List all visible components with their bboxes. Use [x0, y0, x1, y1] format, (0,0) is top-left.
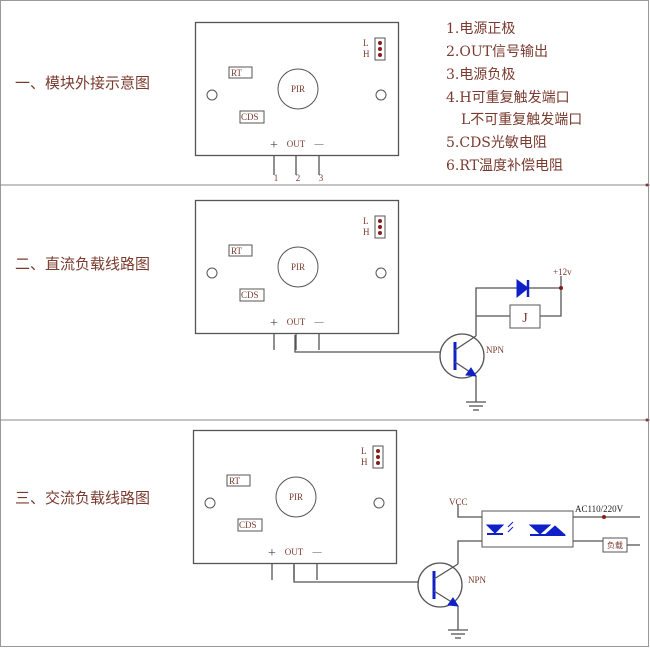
plus-label: + — [268, 546, 276, 561]
minus-label: — — [314, 317, 325, 327]
section-title: 二、直流负载线路图 — [15, 255, 150, 273]
out-label: OUT — [287, 317, 306, 327]
pir-label: PIR — [291, 84, 305, 94]
board-outline — [194, 21, 400, 157]
jumper-pin — [378, 231, 382, 235]
legend: 1.电源正极 2.OUT信号输出 3.电源负极 4.H可重复触发端口 L不可重复… — [446, 21, 582, 174]
legend-item: 2.OUT信号输出 — [446, 44, 548, 60]
pir-sensor-icon — [275, 476, 317, 518]
legend-item: L不可重复触发端口 — [461, 111, 582, 128]
diode-icon — [516, 279, 529, 299]
dc-load-circuit: NPN +12v J — [294, 267, 572, 411]
out-label: OUT — [287, 139, 306, 149]
transistor-label: NPN — [468, 575, 487, 585]
jumper-pin — [376, 461, 380, 465]
mounting-hole-icon — [373, 497, 385, 509]
cds-label: CDS — [241, 112, 259, 122]
cds-resistor — [239, 288, 265, 302]
rt-resistor — [228, 244, 253, 257]
jumper-label-l: L — [363, 38, 369, 48]
board-outline — [194, 199, 400, 335]
signal-wire — [294, 335, 440, 353]
relay-icon — [509, 304, 541, 329]
cds-resistor — [237, 518, 263, 532]
jumper-label-l: L — [361, 446, 367, 456]
minus-label: — — [314, 139, 325, 149]
section-title: 三、交流负载线路图 — [15, 489, 150, 507]
legend-item: 1.电源正极 — [446, 21, 515, 37]
jumper-label-h: H — [361, 457, 368, 467]
cds-label: CDS — [241, 290, 259, 300]
load-icon — [602, 537, 628, 553]
jumper-pin — [376, 449, 380, 453]
ground-icon — [448, 629, 468, 639]
mounting-hole-icon — [206, 89, 218, 101]
load-label: 负载 — [607, 540, 623, 550]
relay-label: J — [522, 311, 528, 326]
jumper-label-l: L — [363, 216, 369, 226]
npn-transistor-icon — [439, 333, 485, 379]
mounting-hole-icon — [206, 267, 218, 279]
out-label: OUT — [285, 547, 304, 557]
pin-number: 2 — [296, 173, 301, 183]
pir-label: PIR — [289, 492, 303, 502]
cds-resistor — [239, 110, 265, 124]
jumper-pin — [376, 455, 380, 459]
cds-label: CDS — [239, 520, 257, 530]
pir-sensor-icon — [277, 68, 319, 110]
pir-label: PIR — [291, 262, 305, 272]
rt-resistor — [226, 474, 251, 487]
jumper-pin — [378, 41, 382, 45]
pir-module-board: LH RT CDS PIR + OUT — — [194, 199, 400, 350]
npn-transistor-icon — [417, 562, 463, 608]
divider-dot — [645, 418, 649, 422]
section-title: 一、模块外接示意图 — [15, 74, 150, 92]
legend-item: 6.RT温度补偿电阻 — [446, 158, 563, 174]
jumper-pin — [378, 225, 382, 229]
rt-label: RT — [231, 68, 242, 78]
mounting-hole-icon — [204, 497, 216, 509]
ground-icon — [466, 401, 486, 411]
legend-item: 3.电源负极 — [446, 67, 515, 83]
jumper-pin — [378, 47, 382, 51]
minus-label: — — [312, 547, 323, 557]
mains-label: AC110/220V — [575, 504, 624, 514]
mounting-hole-icon — [375, 89, 387, 101]
supply-label: +12v — [553, 267, 572, 277]
mounting-hole-icon — [375, 267, 387, 279]
jumper-label-h: H — [363, 227, 370, 237]
rt-label: RT — [229, 476, 240, 486]
jumper-pin — [378, 219, 382, 223]
emitter-arrow — [465, 367, 477, 377]
legend-item: 5.CDS光敏电阻 — [446, 135, 547, 151]
pir-sensor-icon — [277, 246, 319, 288]
board-outline — [192, 429, 398, 565]
divider-dot — [645, 183, 649, 187]
jumper-pin — [378, 53, 382, 57]
pin-number: 3 — [319, 173, 324, 183]
plus-label: + — [270, 316, 278, 331]
vcc-label: VCC — [449, 497, 468, 507]
rt-label: RT — [231, 246, 242, 256]
emitter-arrow — [447, 597, 459, 607]
ac-load-circuit: NPN VCC AC110/220V 负载 — [293, 497, 640, 639]
transistor-label: NPN — [486, 345, 505, 355]
plus-label: + — [270, 138, 278, 153]
pir-module-board: LH RT CDS PIR + OUT — — [192, 429, 398, 580]
rt-resistor — [228, 66, 253, 79]
pir-module-board: LH RT CDS PIR + OUT — — [194, 21, 400, 175]
signal-wire — [293, 565, 418, 583]
pin-number: 1 — [274, 173, 279, 183]
legend-item: 4.H可重复触发端口 — [446, 89, 570, 106]
jumper-label-h: H — [363, 49, 370, 59]
